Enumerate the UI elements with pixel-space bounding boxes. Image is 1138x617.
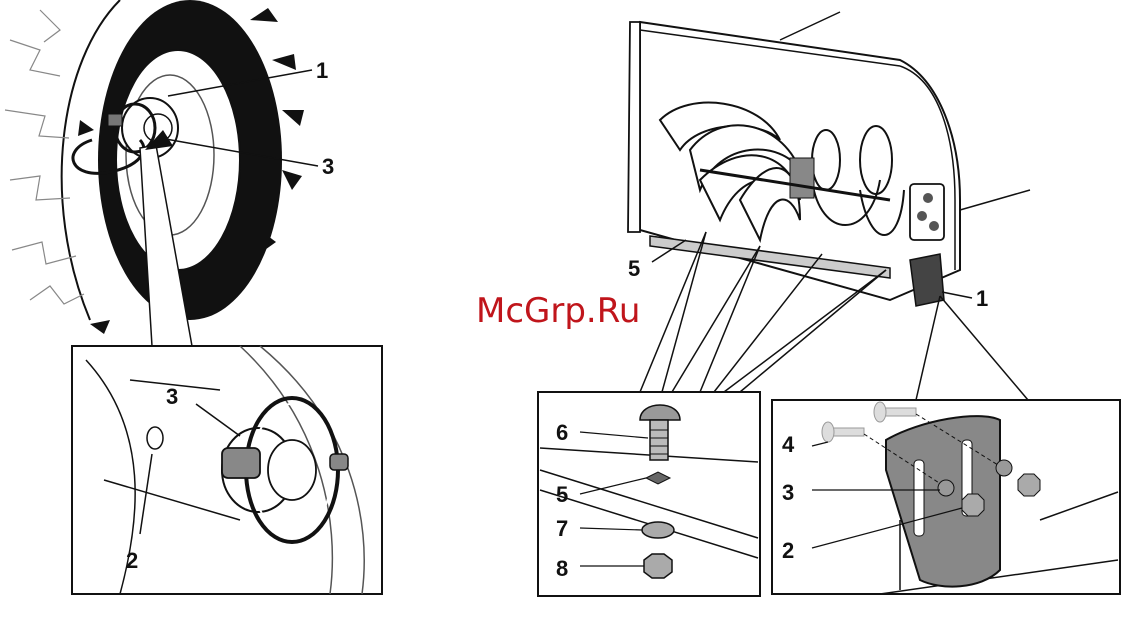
auger-housing-figure: 5 1	[628, 12, 1030, 400]
lock-washer	[642, 522, 674, 538]
callout-5-right: 5	[628, 256, 640, 281]
callout-4: 4	[782, 432, 795, 457]
wheel-rim	[116, 50, 240, 270]
nut-2	[962, 494, 984, 516]
callout-1-right: 1	[976, 286, 988, 311]
hex-nut	[644, 554, 672, 578]
axle-hole	[147, 427, 163, 449]
callout-7: 7	[556, 516, 568, 541]
wheel-figure: 1 3	[5, 0, 334, 346]
callout-5: 5	[556, 482, 568, 507]
skid-detail-panel: 4 3 2	[772, 400, 1120, 594]
callout-3-left: 3	[322, 154, 334, 179]
callout-6: 6	[556, 420, 568, 445]
callout-3-right: 3	[782, 480, 794, 505]
callout-8: 8	[556, 556, 568, 581]
bolt-detail-panel: 6 5 7 8	[538, 392, 760, 596]
detail-callout-3: 3	[166, 384, 178, 409]
left-detail-panel: 3 2	[72, 346, 382, 594]
lynch-pin-head	[222, 448, 260, 478]
detail-callout-2: 2	[126, 548, 138, 573]
callout-2-right: 2	[782, 538, 794, 563]
callout-1-left: 1	[316, 58, 328, 83]
watermark-text: McGrp.Ru	[476, 291, 640, 331]
